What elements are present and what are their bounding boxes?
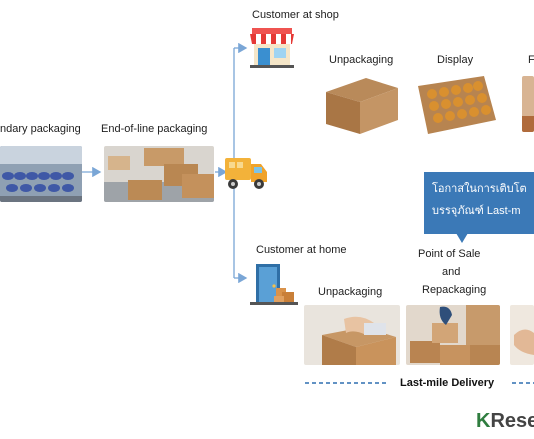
label-end-of-line-packaging: End-of-line packaging (101, 123, 208, 135)
callout-tail (456, 233, 468, 243)
label-customer-at-shop: Customer at shop (252, 9, 339, 21)
delivery-truck-icon (223, 154, 269, 192)
photo-shop-cut (522, 76, 534, 132)
label-point-of-sale-and: and (442, 266, 461, 278)
photo-secondary-packaging-line (0, 146, 82, 202)
label-last-mile-delivery: Last-mile Delivery (400, 377, 495, 389)
label-repackaging: Repackaging (422, 284, 487, 296)
photo-unpackaging-home (304, 305, 400, 365)
callout-line-1: โอกาสในการเติบโต (432, 183, 527, 195)
callout-line-2: บรรจุภัณฑ์ Last-m (432, 205, 521, 217)
label-display: Display (437, 54, 474, 66)
photo-repackaging (406, 305, 500, 365)
label-cut-right: F (528, 54, 534, 66)
photo-unpackaging-shop-box (320, 72, 402, 136)
label-point-of-sale: Point of Sale (418, 248, 481, 260)
label-secondary-packaging: ndary packaging (0, 123, 81, 135)
photo-home-cut (510, 305, 534, 365)
photo-end-of-line-boxes (104, 146, 214, 202)
label-customer-at-home: Customer at home (256, 244, 347, 256)
label-unpackaging-shop: Unpackaging (329, 54, 394, 66)
growth-opportunity-callout: โอกาสในการเติบโต บรรจุภัณฑ์ Last-m (424, 172, 534, 234)
label-unpackaging-home: Unpackaging (318, 286, 383, 298)
home-door-icon (250, 262, 298, 306)
shop-icon (248, 26, 296, 68)
kresearch-logo: KRese (476, 410, 534, 432)
photo-display-tray (414, 72, 498, 136)
